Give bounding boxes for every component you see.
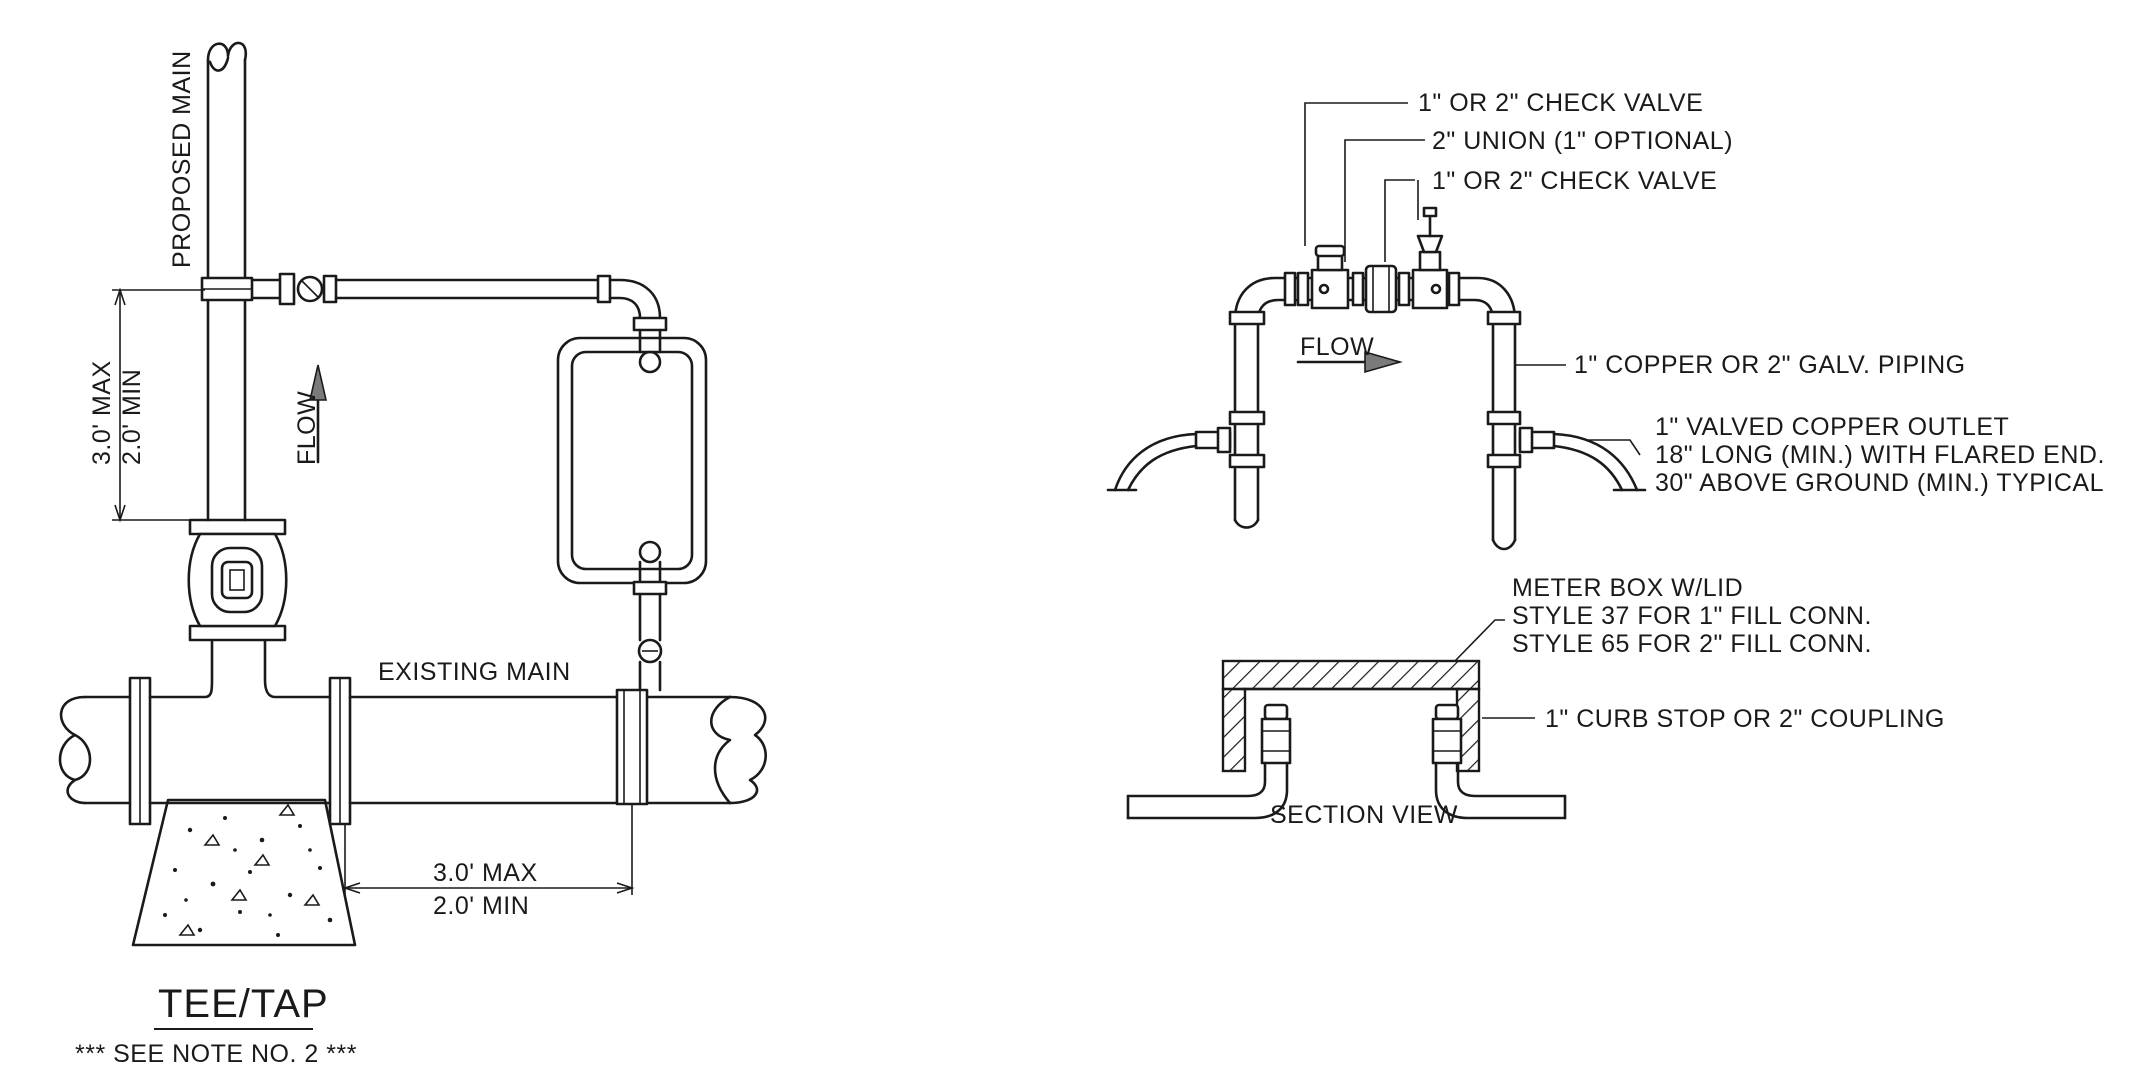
piping-assembly-detail: FLOW 1" OR 2" CHECK VALVE 2" UNION (1" O…	[1106, 89, 2105, 551]
see-note-label: *** SEE NOTE NO. 2 ***	[75, 1040, 357, 1068]
vertical-dimension-min: 2.0' MIN	[118, 369, 146, 465]
proposed-main-pipe	[200, 41, 254, 522]
piping-label: 1" COPPER OR 2" GALV. PIPING	[1574, 351, 1966, 379]
union-label: 2" UNION (1" OPTIONAL)	[1432, 127, 1733, 155]
proposed-main-label: PROPOSED MAIN	[168, 50, 196, 268]
flow-arrow-right-icon	[1296, 350, 1403, 374]
tee-tap-detail: 3.0' MAX 2.0' MIN PROPOSED MAIN FLOW EXI…	[58, 41, 767, 1068]
vertical-dimension	[112, 287, 205, 523]
meter-box-label-line1: METER BOX W/LID	[1512, 574, 1743, 602]
horizontal-dimension-max: 3.0' MAX	[433, 859, 538, 887]
gate-valve	[187, 518, 288, 642]
vertical-dimension-max: 3.0' MAX	[88, 360, 116, 465]
flow-label-horizontal: FLOW	[1300, 333, 1374, 361]
outlet-label-line2: 18" LONG (MIN.) WITH FLARED END.	[1655, 441, 2105, 469]
existing-main-pipe	[58, 638, 767, 826]
section-view-detail: METER BOX W/LID STYLE 37 FOR 1" FILL CON…	[1126, 574, 1945, 829]
curb-stop-label: 1" CURB STOP OR 2" COUPLING	[1545, 705, 1945, 733]
leader-lines	[1304, 102, 1641, 456]
detail-title: TEE/TAP	[158, 982, 329, 1026]
meter-box	[556, 336, 708, 692]
horizontal-dimension-min: 2.0' MIN	[433, 892, 529, 920]
outlet-label-line1: 1" VALVED COPPER OUTLET	[1655, 413, 2009, 441]
check-valve-label-second: 1" OR 2" CHECK VALVE	[1432, 167, 1717, 195]
outlet-label-line3: 30" ABOVE GROUND (MIN.) TYPICAL	[1655, 469, 2104, 497]
meter-box-label-line3: STYLE 65 FOR 2" FILL CONN.	[1512, 630, 1872, 658]
flow-label-vertical: FLOW	[293, 391, 321, 465]
meter-box-label-line2: STYLE 37 FOR 1" FILL CONN.	[1512, 602, 1872, 630]
check-valve-label-top: 1" OR 2" CHECK VALVE	[1418, 89, 1703, 117]
horizontal-dimension	[342, 804, 635, 895]
bypass-piping	[250, 272, 668, 374]
section-view-label: SECTION VIEW	[1270, 801, 1458, 829]
existing-main-label: EXISTING MAIN	[378, 658, 571, 686]
flow-arrow-up-icon	[308, 364, 328, 464]
concrete-thrust-block	[131, 798, 357, 947]
